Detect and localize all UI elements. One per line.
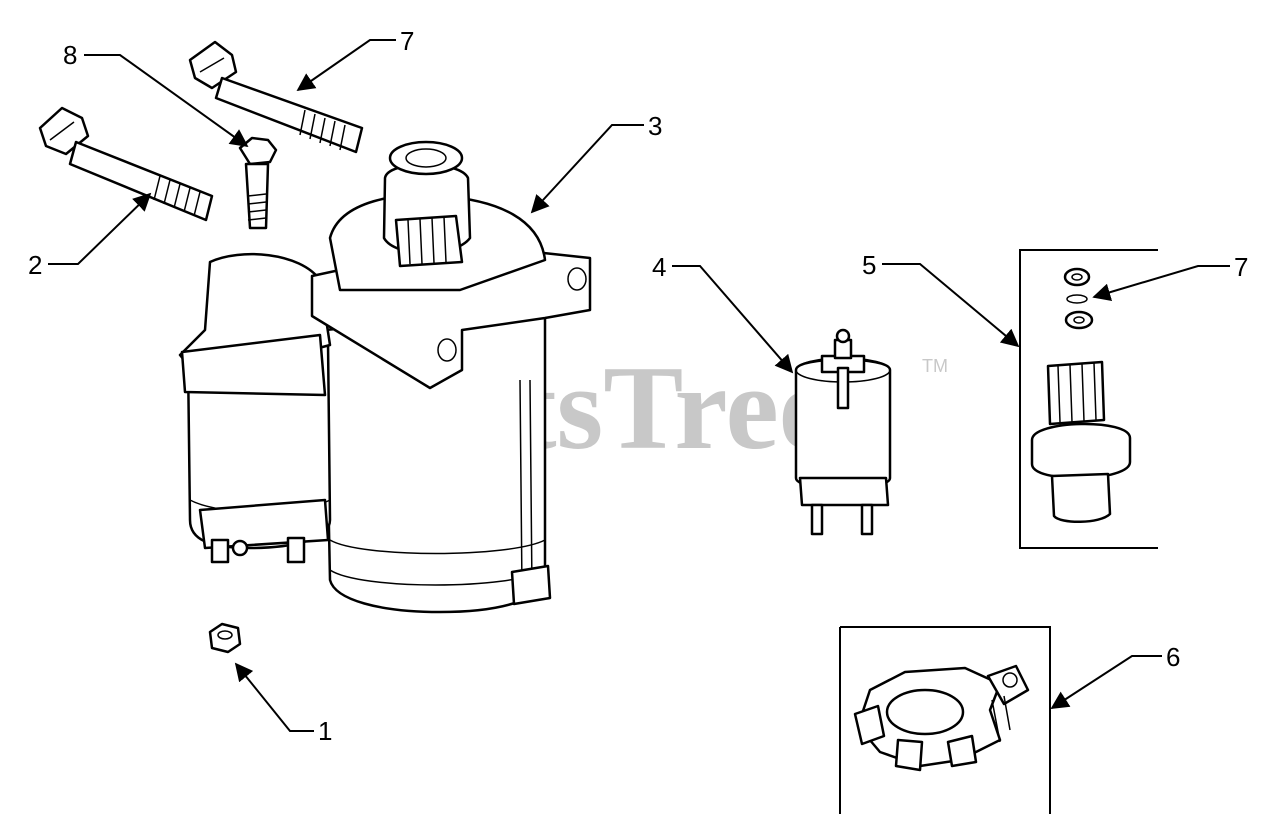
callout-3-label: 3 xyxy=(648,111,662,141)
callout-4-leader xyxy=(672,265,794,374)
callout-2-leader xyxy=(48,192,152,265)
callout-5-label: 5 xyxy=(862,250,876,280)
callout-1-leader xyxy=(234,662,314,732)
callout-4-label: 4 xyxy=(652,252,666,282)
long-bolt-2[interactable] xyxy=(38,106,214,222)
callout-3-leader xyxy=(530,124,644,214)
callout-1-label: 1 xyxy=(318,716,332,746)
solenoid-4[interactable] xyxy=(794,328,892,536)
watermark-trademark: TM xyxy=(922,356,948,376)
callout-6-label: 6 xyxy=(1166,642,1180,672)
callout-7-label-right: 7 xyxy=(1234,252,1248,282)
long-bolt-7[interactable] xyxy=(188,40,364,154)
drive-kit-5[interactable] xyxy=(1019,249,1158,549)
hex-nut-1[interactable] xyxy=(208,622,242,654)
callout-7-leader-right xyxy=(1092,265,1230,301)
starter-motor-assembly[interactable] xyxy=(178,140,592,614)
callout-6-leader xyxy=(1050,655,1162,709)
callout-7-leader-top xyxy=(296,39,396,92)
brush-holder-6[interactable] xyxy=(839,626,1051,814)
callout-2-label: 2 xyxy=(28,250,42,280)
callout-8-label: 8 xyxy=(63,40,77,70)
callout-5-leader xyxy=(882,263,1020,348)
callout-8-leader xyxy=(84,54,249,148)
short-bolt-8[interactable] xyxy=(238,136,278,230)
callout-7-label-top: 7 xyxy=(400,26,414,56)
